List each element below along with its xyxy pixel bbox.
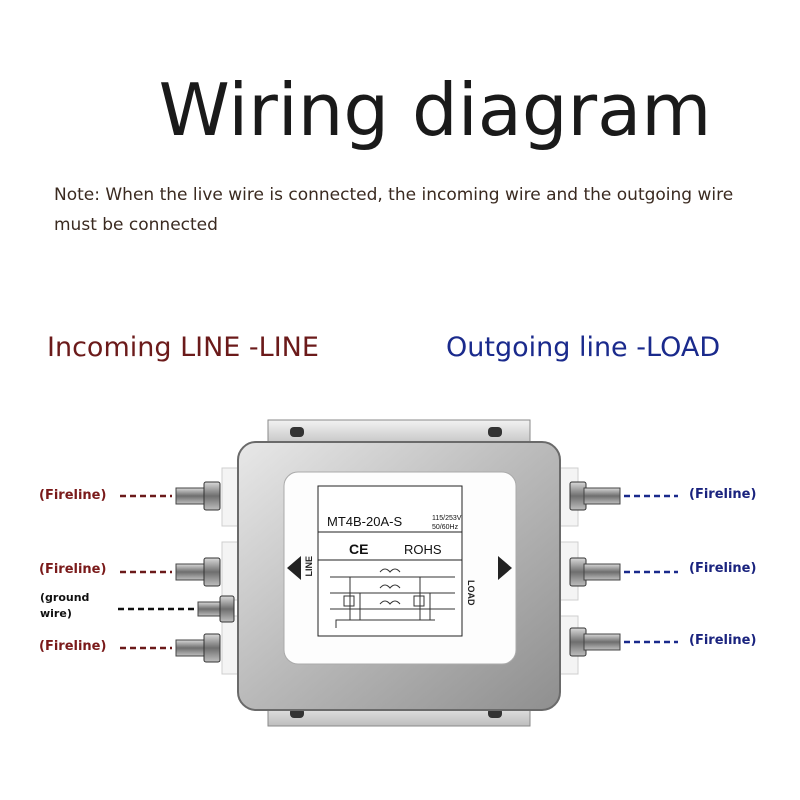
circuit-schematic	[330, 568, 455, 628]
device-model: MT4B-20A-S	[327, 514, 403, 529]
page-title: Wiring diagram	[158, 68, 712, 152]
side-label-line: LINE	[304, 556, 314, 577]
right-label-top: (Fireline)	[689, 487, 757, 502]
left-label-top: (Fireline)	[39, 488, 107, 503]
mount-hole-icon	[290, 427, 304, 437]
right-wire-leads	[624, 494, 678, 644]
wiring-note: Note: When the live wire is connected, t…	[54, 185, 734, 235]
rohs-mark: ROHS	[404, 542, 442, 557]
side-label-load: LOAD	[466, 580, 476, 606]
left-label-middle: (Fireline)	[39, 562, 107, 577]
right-label-bottom: (Fireline)	[689, 633, 757, 648]
outgoing-line-header: Outgoing line -LOAD	[446, 332, 721, 363]
right-terminal-bolts	[569, 481, 621, 657]
device-voltage: 115/253V	[432, 515, 462, 522]
left-wire-leads	[118, 494, 196, 650]
left-label-ground: (ground wire)	[40, 591, 90, 620]
left-arrow-icon	[287, 556, 301, 580]
left-terminal-bolts	[175, 481, 235, 663]
left-label-bottom: (Fireline)	[39, 639, 107, 654]
model-box	[317, 485, 463, 533]
ce-mark: CE	[349, 541, 369, 557]
incoming-line-header: Incoming LINE -LINE	[47, 332, 319, 363]
right-label-middle: (Fireline)	[689, 561, 757, 576]
right-arrow-icon	[498, 556, 512, 580]
device-frequency: 50/60Hz	[432, 524, 459, 531]
device-rating: 115/253V 50/60Hz	[432, 514, 461, 532]
mount-hole-icon	[488, 427, 502, 437]
